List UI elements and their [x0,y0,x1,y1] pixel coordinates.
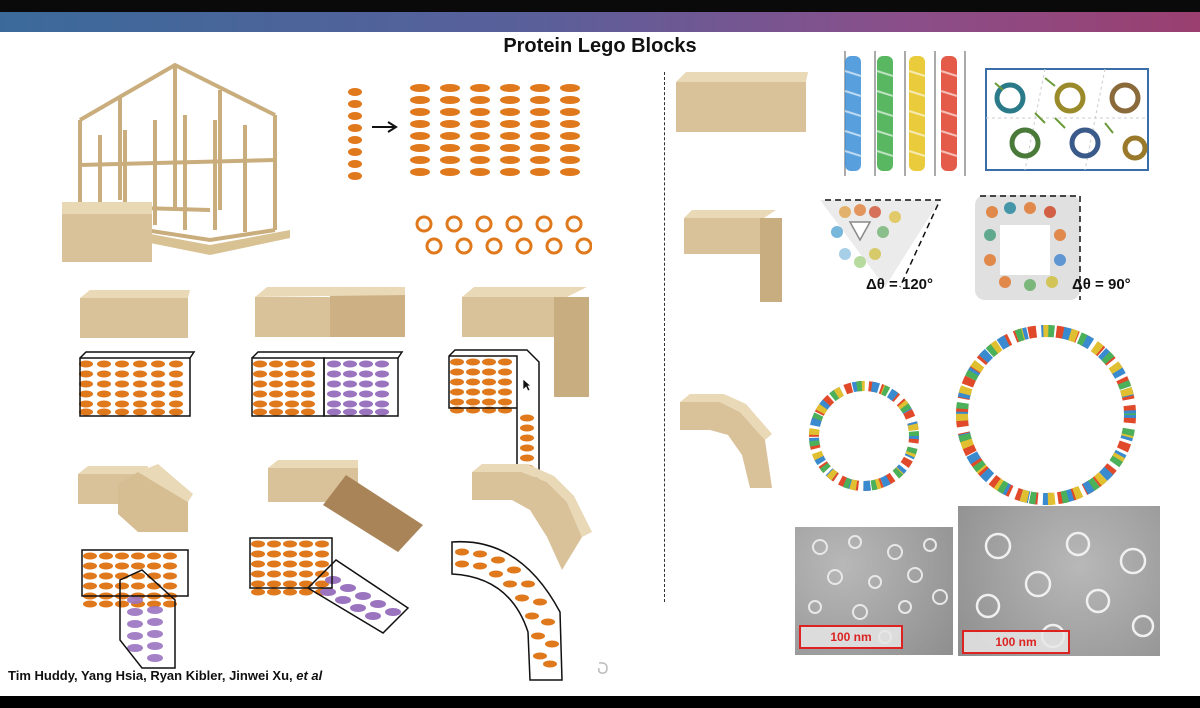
wood-block-L-right [684,210,782,302]
wood-block-L-shape [462,287,589,397]
bottom-black-bar [0,696,1200,708]
angle-label-90: Δθ = 90° [1072,276,1131,293]
wood-block-straight-right [676,72,808,132]
helix-block-orange-purple [251,351,404,417]
rainbow-helix-bundle [844,51,966,176]
arrow-icon [372,121,398,133]
helix-block-curved [451,540,563,681]
et-al: et al [296,668,323,683]
helix-block-angled-purple [249,537,410,634]
house-frame-illustration [62,62,290,262]
wood-block-crossed [78,464,193,532]
scale-bar-100nm-left: 100 nm [799,625,903,649]
top-black-bar [0,0,1200,12]
author-credits: Tim Huddy, Yang Hsia, Ryan Kibler, Jinwe… [8,668,322,683]
dashed-divider [664,72,665,602]
slide-header-gradient [0,12,1200,32]
em-micrograph-small-rings: 100 nm [795,527,953,655]
wood-block-bent-right [680,394,772,488]
wood-block-angled [268,460,423,552]
scale-bar-100nm-right: 100 nm [962,630,1070,654]
triangle-assembly-120 [820,199,942,288]
helix-block-orange [79,351,196,417]
slide: Protein Lego Blocks [0,32,1200,696]
wood-block-straight [80,290,190,338]
author-names: Tim Huddy, Yang Hsia, Ryan Kibler, Jinwe… [8,668,297,683]
helix-cross-section-rings [415,215,592,255]
watermark-icon [598,662,608,674]
square-assembly-90 [975,195,1081,300]
wood-block-joined [255,287,405,337]
helix-bundle-side-view [410,84,580,176]
mouse-cursor-icon [522,378,532,392]
helix-block-crossed-purple [81,549,189,669]
large-ring-assembly [956,325,1136,505]
helix-packing-cross-section [985,68,1149,171]
slide-title: Protein Lego Blocks [503,35,697,57]
small-ring-assembly [809,381,919,491]
em-micrograph-large-rings: 100 nm [958,506,1160,656]
single-helix-icon [348,88,362,180]
wood-block-curved [472,464,592,570]
angle-label-120: Δθ = 120° [866,276,934,293]
